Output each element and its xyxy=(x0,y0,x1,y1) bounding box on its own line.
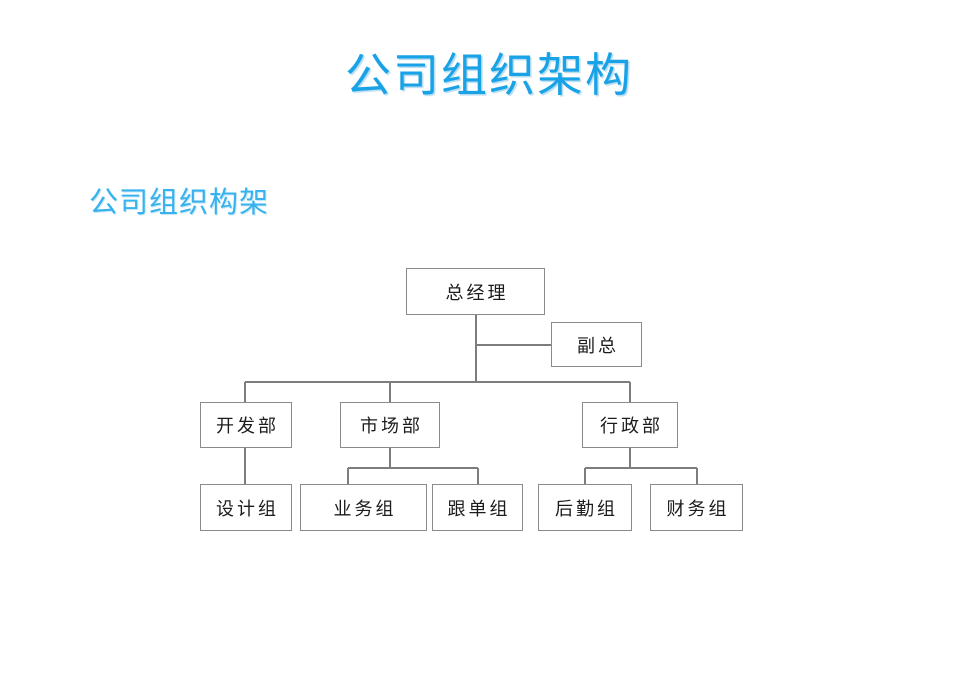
org-node-design-group[interactable]: 设计组 xyxy=(200,484,292,531)
page-title: 公司组织架构 xyxy=(345,49,633,101)
org-node-business-group[interactable]: 业务组 xyxy=(300,484,427,531)
org-node-logistics-group[interactable]: 后勤组 xyxy=(538,484,632,531)
org-node-development-department[interactable]: 开发部 xyxy=(200,402,292,448)
org-node-finance-group[interactable]: 财务组 xyxy=(650,484,743,531)
org-node-general-manager[interactable]: 总经理 xyxy=(406,268,545,315)
org-node-marketing-department[interactable]: 市场部 xyxy=(340,402,440,448)
org-node-order-following-group[interactable]: 跟单组 xyxy=(432,484,523,531)
org-node-administration-department[interactable]: 行政部 xyxy=(582,402,678,448)
section-subtitle: 公司组织构架 xyxy=(89,187,270,219)
org-node-deputy-general-manager[interactable]: 副总 xyxy=(551,322,642,367)
